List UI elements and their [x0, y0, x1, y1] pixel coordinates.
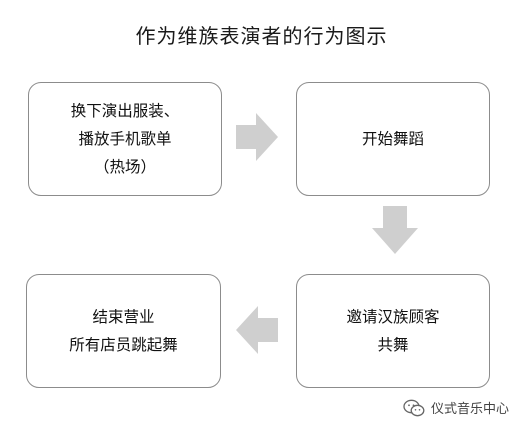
step-1-text: 换下演出服装、 播放手机歌单 （热场）	[70, 102, 180, 176]
arrow-left-icon	[236, 306, 278, 354]
wechat-icon	[403, 399, 425, 416]
step-box-4: 结束营业 所有店员跳起舞	[26, 274, 221, 388]
step-4-text: 结束营业 所有店员跳起舞	[69, 308, 178, 354]
step-box-1: 换下演出服装、 播放手机歌单 （热场）	[28, 82, 222, 196]
step-box-2: 开始舞蹈	[296, 82, 490, 196]
arrow-right-icon	[236, 113, 278, 161]
arrow-down-icon	[372, 206, 418, 254]
watermark: 仪式音乐中心	[403, 398, 509, 417]
step-3-text: 邀请汉族顾客 共舞	[346, 308, 440, 354]
diagram-title: 作为维族表演者的行为图示	[135, 24, 388, 48]
step-box-3: 邀请汉族顾客 共舞	[296, 274, 490, 388]
watermark-text: 仪式音乐中心	[430, 402, 509, 417]
step-2-text: 开始舞蹈	[361, 130, 424, 148]
